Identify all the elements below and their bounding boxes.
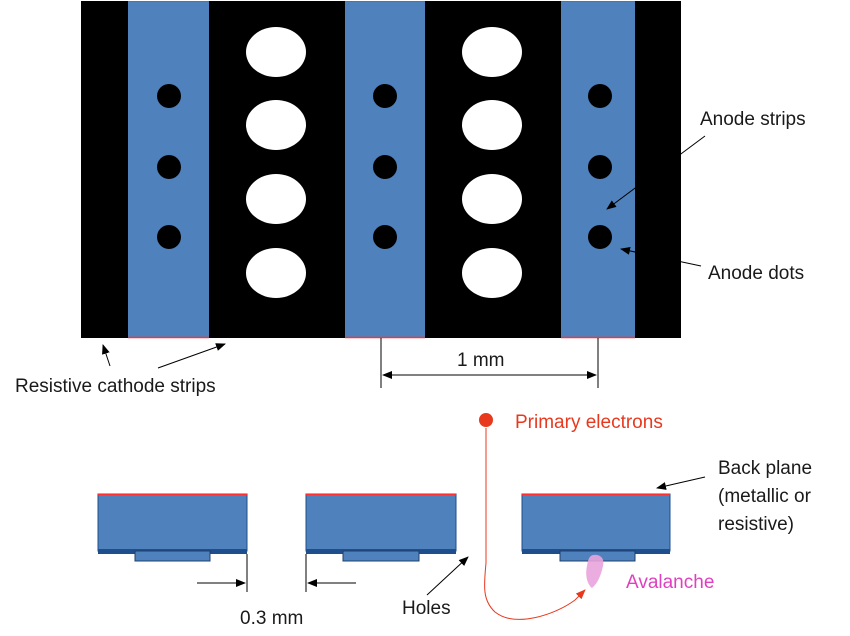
anode-strips-label: Anode strips bbox=[700, 109, 806, 130]
back-plane-arrow bbox=[656, 476, 706, 490]
anode-dot bbox=[588, 84, 612, 108]
plane-block-1 bbox=[97, 493, 248, 552]
dimension-03mm bbox=[197, 554, 356, 592]
anode-dots-label: Anode dots bbox=[708, 263, 804, 284]
cathode-arrow-left bbox=[102, 344, 111, 367]
anode-strips-arrow bbox=[606, 135, 706, 210]
hole bbox=[462, 27, 522, 77]
anode-strip-section-2 bbox=[342, 550, 420, 562]
dimension-1mm-label: 1 mm bbox=[457, 350, 505, 371]
dimension-1mm bbox=[380, 338, 599, 388]
electron-path bbox=[484, 428, 586, 620]
holes-label: Holes bbox=[402, 598, 451, 619]
anode-dot bbox=[157, 155, 181, 179]
plane-block-2 bbox=[305, 493, 457, 552]
top-view bbox=[81, 1, 681, 339]
anode-dot bbox=[588, 155, 612, 179]
anode-dot bbox=[373, 225, 397, 249]
anode-dot bbox=[157, 225, 181, 249]
primary-electron bbox=[479, 413, 493, 427]
hole bbox=[246, 174, 306, 224]
anode-strip-section-1 bbox=[134, 550, 211, 562]
hole bbox=[246, 27, 306, 77]
dimension-03mm-label: 0.3 mm bbox=[240, 608, 303, 629]
anode-dot bbox=[373, 84, 397, 108]
anode-dot bbox=[373, 155, 397, 179]
back-plane-label-line2: (metallic or bbox=[718, 486, 812, 507]
hole bbox=[246, 100, 306, 150]
resistive-cathode-strips-label: Resistive cathode strips bbox=[15, 376, 216, 397]
anode-dots-arrow bbox=[620, 246, 702, 267]
avalanche-shape bbox=[586, 554, 604, 588]
avalanche-label: Avalanche bbox=[626, 572, 714, 593]
hole bbox=[246, 248, 306, 298]
hole bbox=[462, 100, 522, 150]
primary-electrons-label: Primary electrons bbox=[515, 412, 663, 433]
back-plane-label-line1: Back plane bbox=[718, 458, 812, 479]
anode-dot bbox=[588, 225, 612, 249]
cathode-arrow-right bbox=[157, 343, 226, 369]
holes-arrow bbox=[426, 556, 469, 596]
cross-section bbox=[97, 493, 671, 562]
hole bbox=[462, 248, 522, 298]
hole bbox=[462, 174, 522, 224]
anode-dot bbox=[157, 84, 181, 108]
back-plane-label-line3: resistive) bbox=[718, 514, 794, 535]
plane-block-3 bbox=[521, 493, 671, 552]
